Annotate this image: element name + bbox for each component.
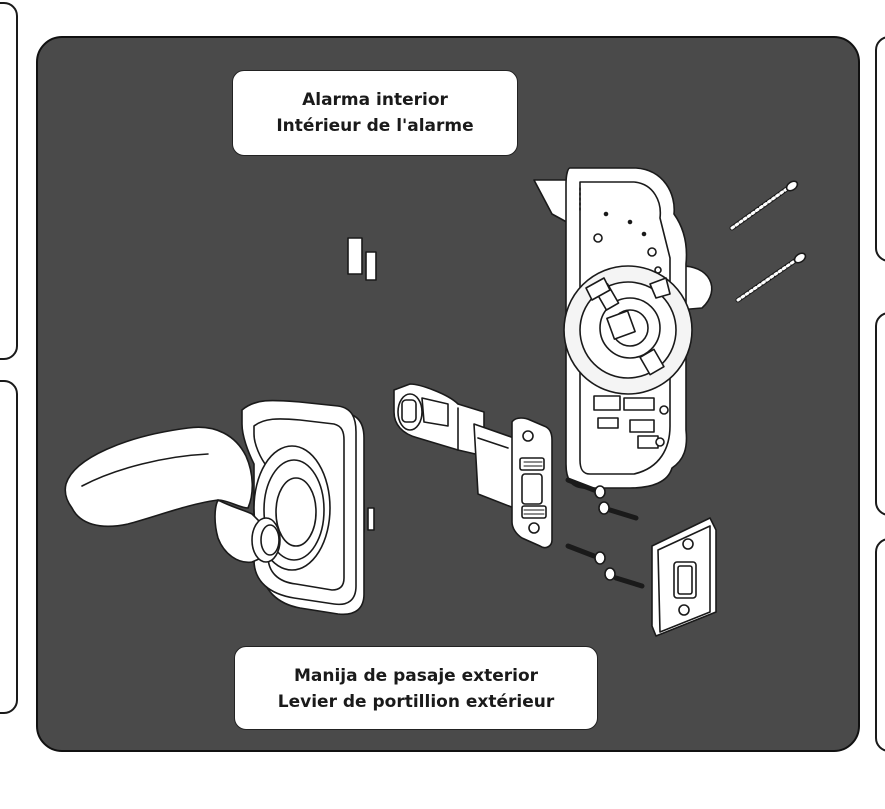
wood-screws bbox=[565, 477, 645, 589]
exterior-label-line2: Levier de portillion extérieur bbox=[277, 692, 555, 712]
left-panel-top-edge bbox=[0, 2, 18, 360]
latch-bolt bbox=[393, 383, 553, 549]
interior-alarm-plate bbox=[533, 167, 713, 489]
exterior-label-line1: Manija de pasaje exterior bbox=[293, 666, 539, 686]
interior-label-line2: Intérieur de l'alarme bbox=[276, 116, 474, 136]
left-panel-bottom-edge bbox=[0, 380, 18, 714]
right-panel-bottom-edge bbox=[875, 538, 885, 752]
interior-label-line1: Alarma interior bbox=[302, 90, 448, 110]
strike-plate bbox=[651, 517, 717, 637]
exterior-lever-handle bbox=[64, 237, 377, 616]
through-bolt-screws bbox=[729, 180, 807, 303]
right-panel-top-edge bbox=[875, 36, 885, 262]
diagram-panel: Alarma interior Intérieur de l'alarme Ma… bbox=[36, 36, 860, 752]
exploded-lock-diagram bbox=[64, 167, 807, 637]
spindle-square bbox=[606, 310, 636, 340]
interior-alarm-label: Alarma interior Intérieur de l'alarme bbox=[232, 70, 518, 156]
right-panel-middle-edge bbox=[875, 312, 885, 516]
exterior-lever-label: Manija de pasaje exterior Levier de port… bbox=[234, 646, 598, 730]
